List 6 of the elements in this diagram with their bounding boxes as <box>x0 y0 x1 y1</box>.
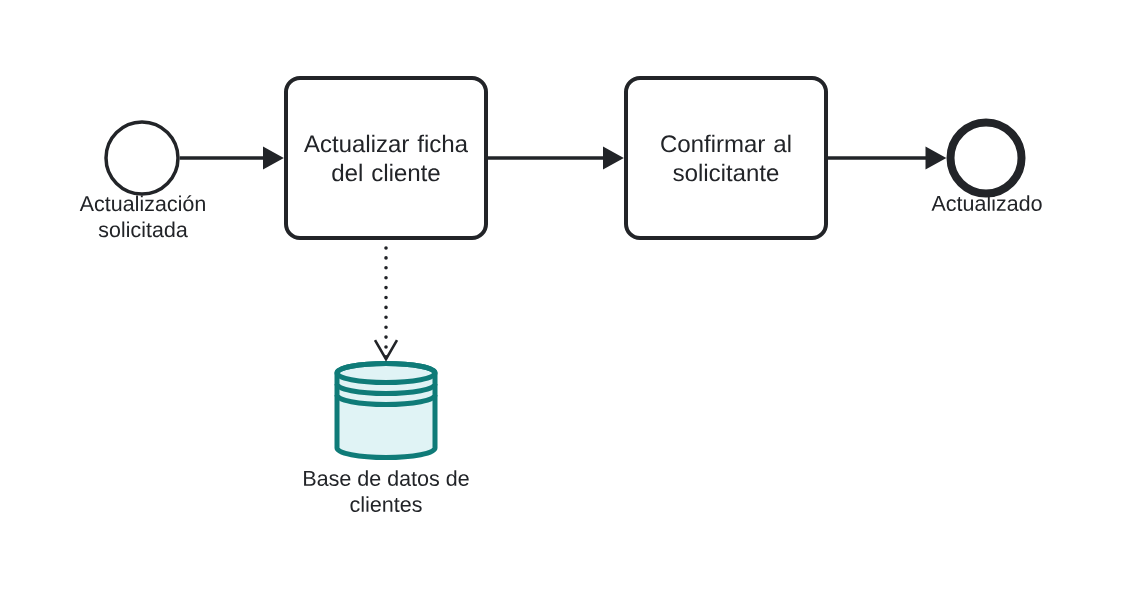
database-label: Base de datos de clientes <box>304 470 469 512</box>
event-label: Actualizado <box>931 195 1042 211</box>
dotted-arrow <box>373 246 399 362</box>
task-box: Confirmar al solicitante <box>624 76 828 240</box>
event-label: Actualización solicitada <box>79 195 205 238</box>
task-box: Actualizar ficha del cliente <box>284 76 488 240</box>
